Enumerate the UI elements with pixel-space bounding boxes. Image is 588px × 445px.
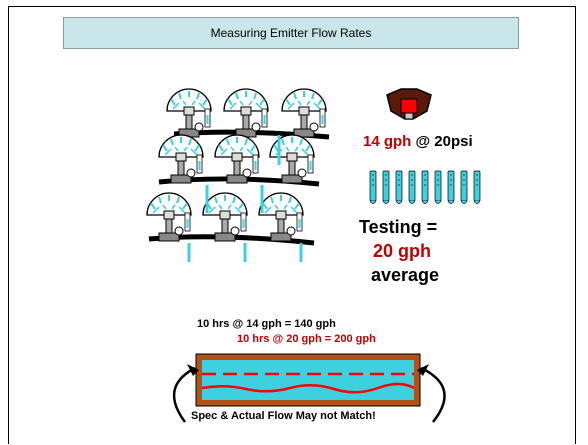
slide: Measuring Emitter Flow Rates	[8, 6, 576, 444]
collection-tube-icon	[369, 170, 377, 204]
collection-tube-icon	[473, 170, 481, 204]
calc-actual-line: 10 hrs @ 20 gph = 200 gph	[237, 333, 376, 345]
calc-spec-line: 10 hrs @ 14 gph = 140 gph	[197, 318, 336, 330]
trough	[195, 353, 421, 407]
sprinkler-icon	[281, 88, 327, 138]
sprinkler-icon	[166, 88, 212, 138]
collection-tube-icon	[447, 170, 455, 204]
slide-title-text: Measuring Emitter Flow Rates	[210, 26, 372, 40]
emitter-nozzle-icon	[386, 88, 432, 120]
testing-value: 20 gph	[373, 241, 432, 261]
collection-tube-icon	[395, 170, 403, 204]
testing-average: average	[371, 265, 440, 285]
curved-arrow-icon	[172, 366, 196, 423]
slide-title: Measuring Emitter Flow Rates	[63, 17, 519, 49]
footer-note: Spec & Actual Flow May not Match!	[191, 410, 376, 422]
spec-flow-label: 14 gph @ 20psi	[363, 133, 473, 150]
collection-tube-icon	[460, 170, 468, 204]
sprinkler-icon	[214, 134, 260, 184]
illustration	[146, 88, 481, 423]
collection-tubes	[369, 170, 481, 204]
collection-tube-icon	[421, 170, 429, 204]
collection-tube-icon	[382, 170, 390, 204]
sprinkler-icon	[258, 192, 304, 242]
sprinkler-icon	[146, 192, 192, 242]
sprinkler-icon	[269, 134, 315, 184]
collection-tube-icon	[408, 170, 416, 204]
drop-lines	[187, 135, 303, 262]
testing-label: Testing =	[359, 217, 438, 237]
sprinkler-icon	[202, 192, 248, 242]
collection-tube-icon	[434, 170, 442, 204]
sprinkler-icon	[158, 134, 204, 184]
curved-arrow-icon	[420, 366, 446, 423]
